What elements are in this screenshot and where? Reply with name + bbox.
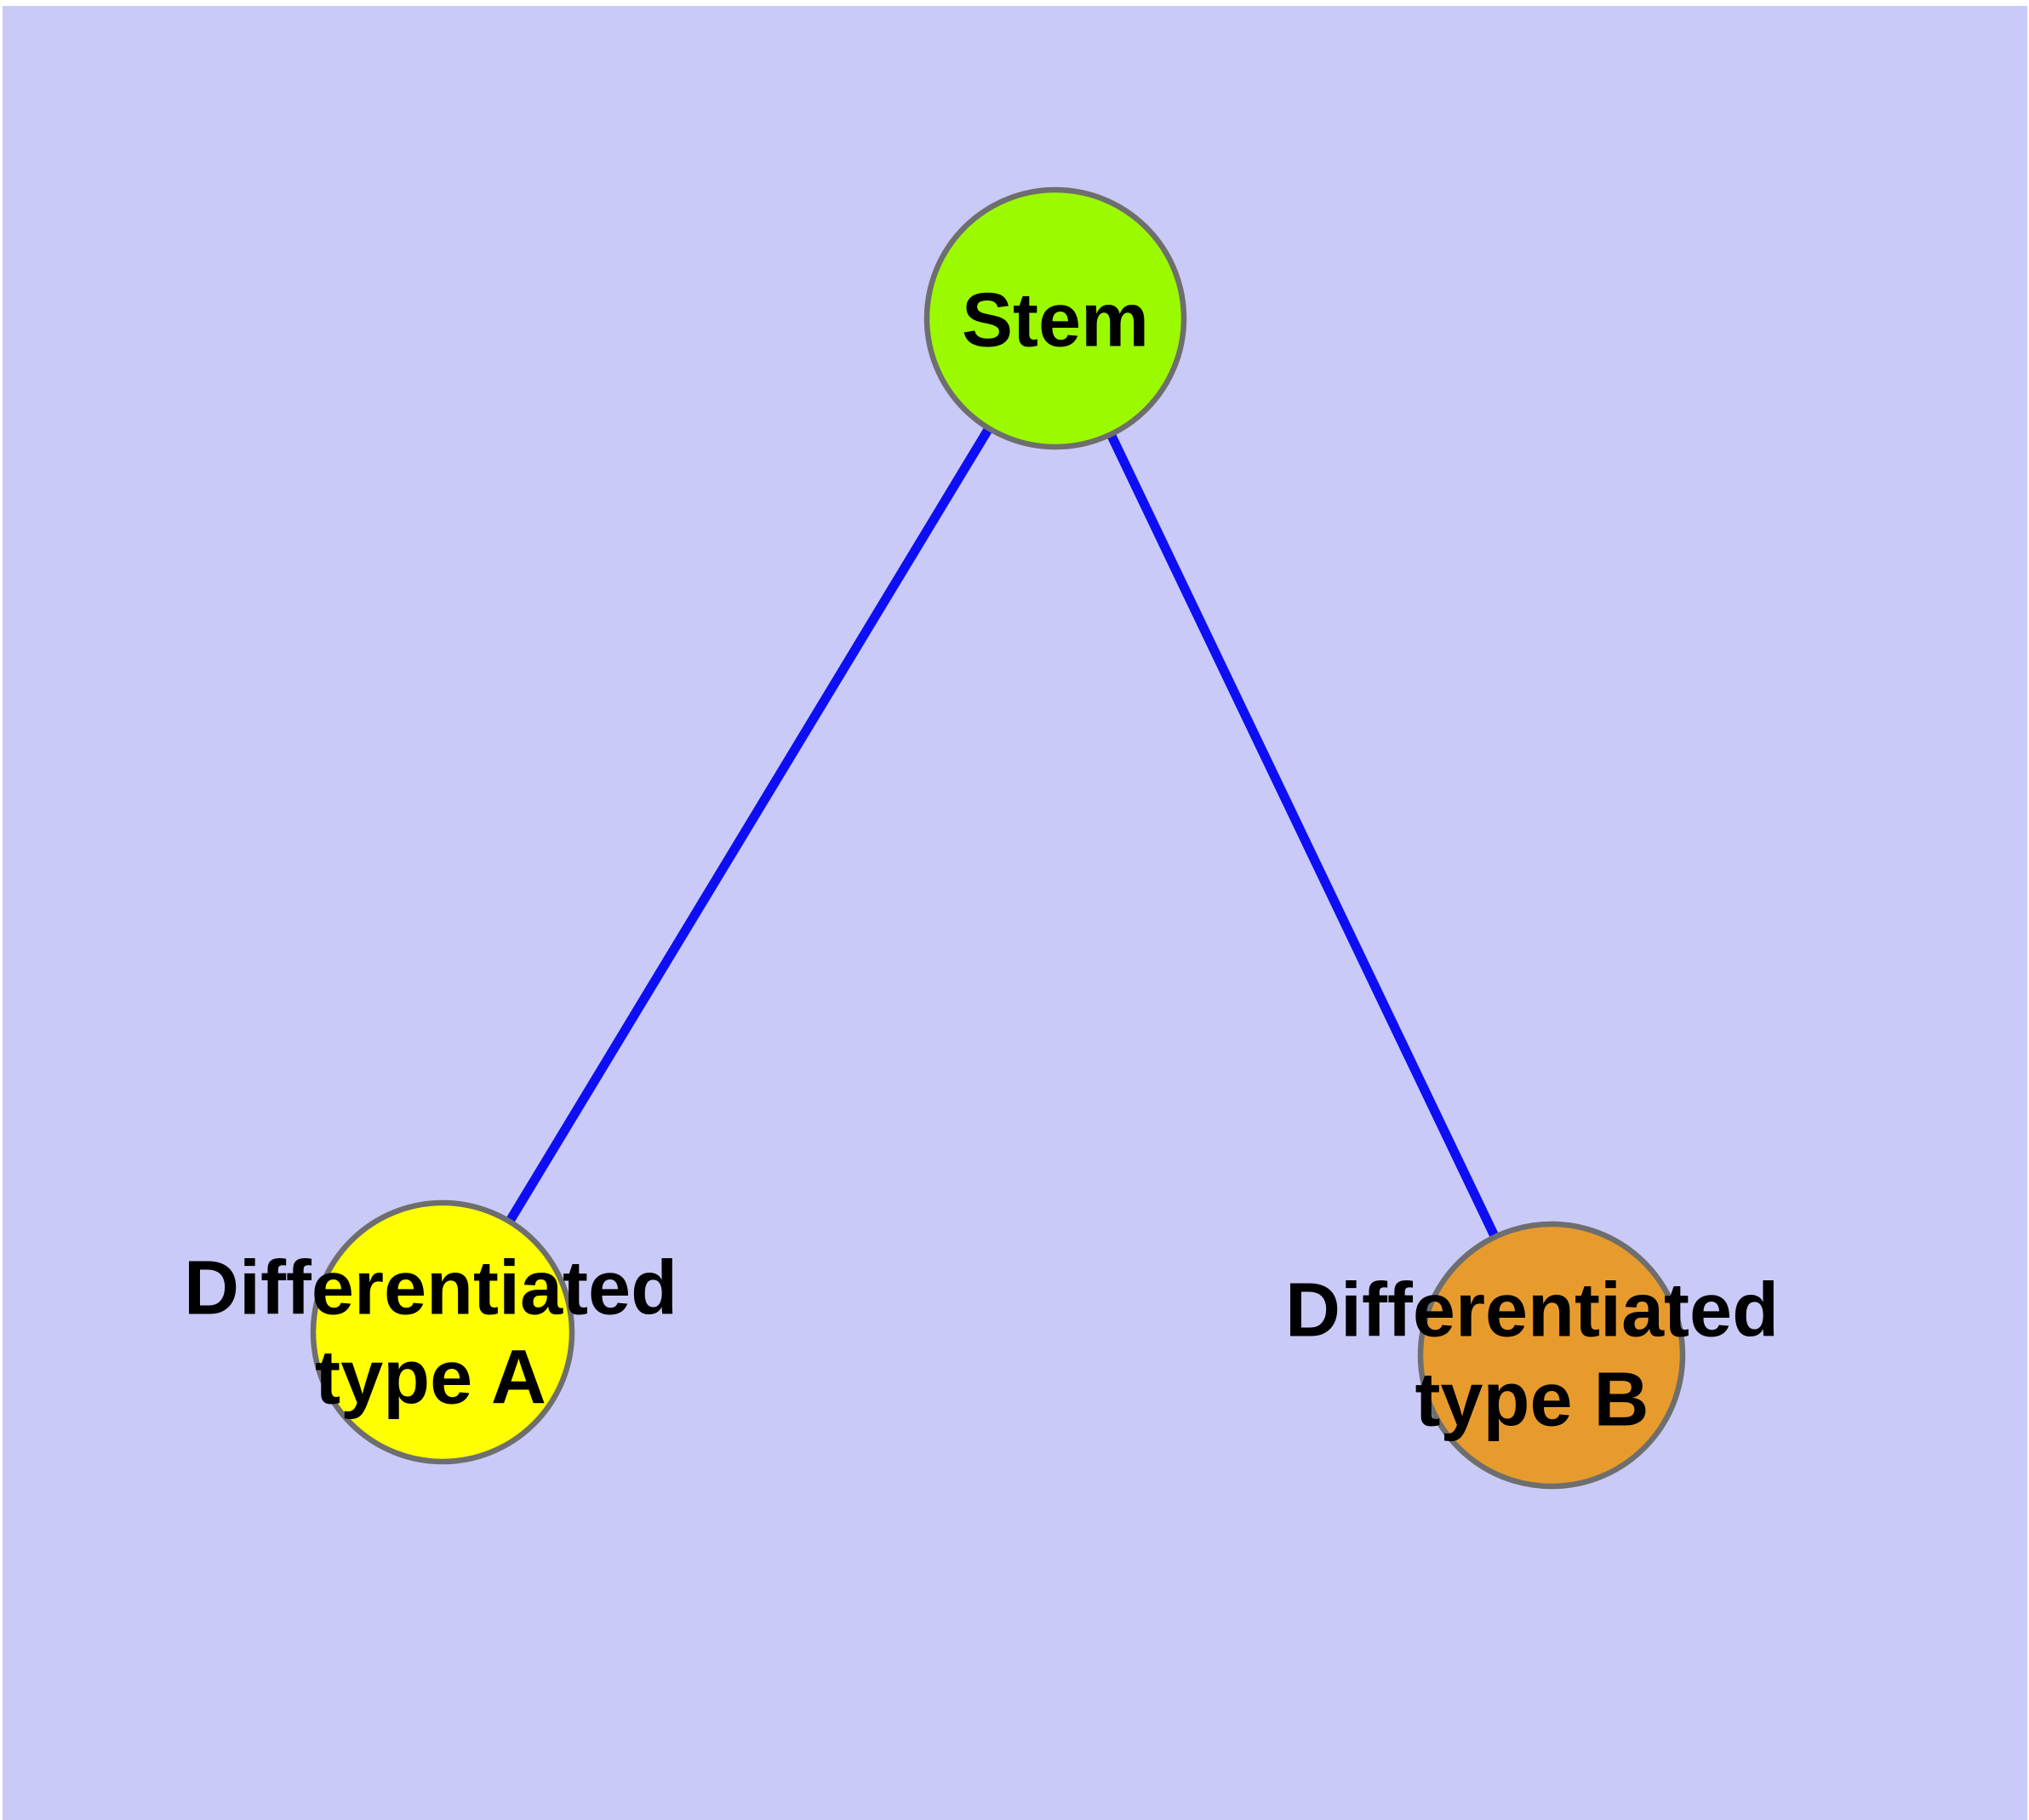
edge-stem-to-type-b bbox=[1051, 316, 1556, 1358]
node-stem bbox=[923, 186, 1187, 450]
node-label-type-a: Differentiated type A bbox=[183, 1245, 678, 1421]
node-label-type-b: Differentiated type B bbox=[1284, 1268, 1780, 1443]
node-label-stem: Stem bbox=[961, 278, 1150, 363]
node-type-a bbox=[310, 1199, 575, 1465]
node-type-b bbox=[1417, 1221, 1686, 1490]
edge-stem-to-type-a bbox=[438, 316, 1060, 1335]
